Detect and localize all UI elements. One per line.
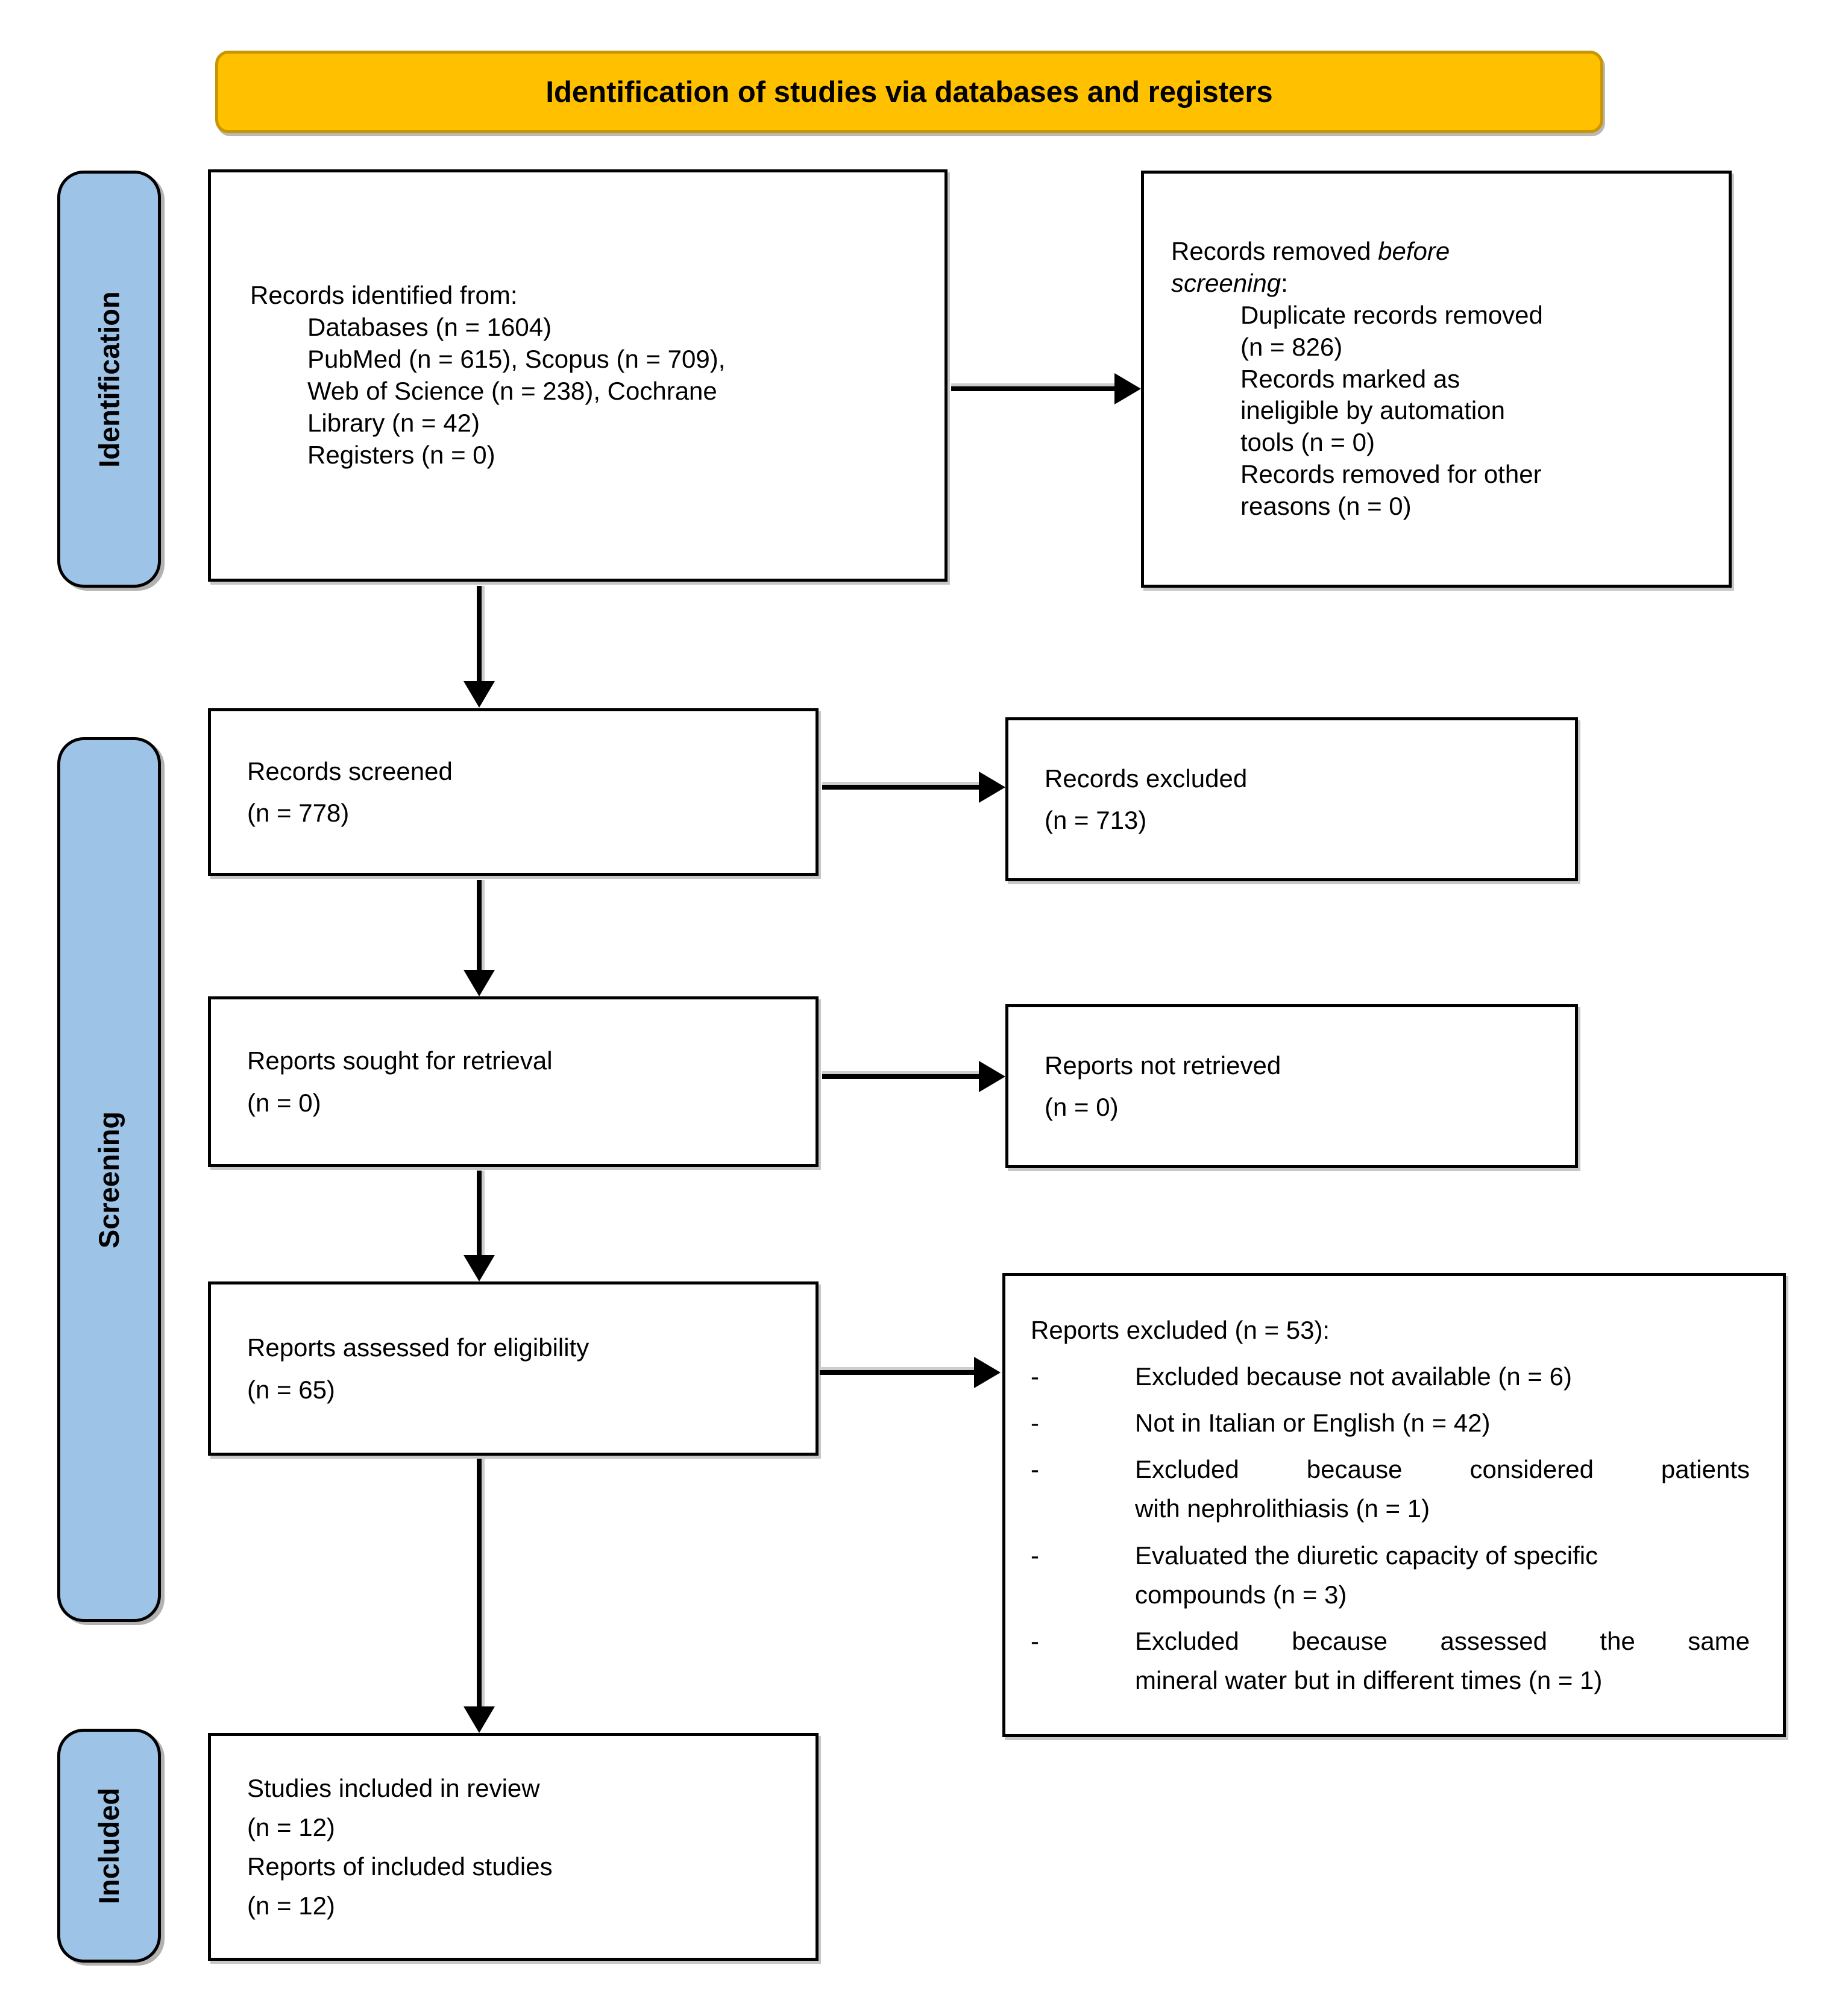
box-reports-not-retrieved: Reports not retrieved (n = 0)	[1005, 1004, 1578, 1168]
box-line: (n = 826)	[1240, 332, 1343, 361]
bullet-line: Excluded because assessed the same	[1135, 1626, 1750, 1655]
box-line: Library (n = 42)	[307, 408, 480, 437]
bullet-line: Evaluated the diuretic capacity of speci…	[1135, 1541, 1598, 1570]
arrow-screened-to-excluded-line	[822, 785, 979, 790]
box-records-excluded: Records excluded (n = 713)	[1005, 717, 1578, 881]
box-line: Web of Science (n = 238), Cochrane	[307, 377, 717, 405]
box-line: tools (n = 0)	[1240, 428, 1375, 457]
arrow-right-icon	[979, 1061, 1005, 1092]
arrow-screened-to-sought-line	[477, 880, 482, 971]
arrow-down-icon	[464, 970, 495, 996]
bullet-dash: -	[1031, 1541, 1039, 1570]
stage-label-text: Identification	[93, 291, 125, 468]
stage-label-identification: Identification	[57, 171, 161, 588]
box-line: Reports assessed for eligibility	[247, 1333, 589, 1362]
box-count: (n = 713)	[1045, 806, 1147, 834]
box-reports-excluded-reasons: Reports excluded (n = 53): - Excluded be…	[1002, 1273, 1786, 1737]
stage-label-screening: Screening	[57, 737, 161, 1622]
stage-label-included: Included	[57, 1729, 161, 1963]
bullet-text: Not in Italian or English (n = 42)	[1135, 1409, 1491, 1438]
bullet-dash: -	[1031, 1626, 1039, 1655]
arrow-identified-to-screened-line	[477, 586, 482, 682]
exclusion-reason-item: - Excluded because assessed the same min…	[1031, 1621, 1750, 1700]
box-line: Studies included in review	[247, 1773, 540, 1802]
box-line: Records screened	[247, 756, 453, 785]
stage-label-text: Screening	[93, 1111, 125, 1248]
box-line: Registers (n = 0)	[307, 440, 495, 469]
diagram-title: Identification of studies via databases …	[545, 75, 1273, 108]
bullet-dash: -	[1031, 1362, 1039, 1391]
arrow-down-icon	[464, 1255, 495, 1281]
box-count: (n = 65)	[247, 1375, 335, 1404]
box-line: Reports not retrieved	[1045, 1051, 1281, 1080]
box-title: Records removed before screening:	[1171, 236, 1545, 300]
title-banner: Identification of studies via databases …	[215, 51, 1603, 133]
box-reports-sought: Reports sought for retrieval (n = 0)	[208, 996, 819, 1167]
box-line: Records marked as	[1240, 364, 1460, 393]
title-prefix: Records removed	[1171, 236, 1378, 265]
box-records-identified: Records identified from: Databases (n = …	[208, 169, 948, 582]
exclusion-reason-item: - Excluded because considered patients w…	[1031, 1450, 1750, 1528]
box-count: (n = 12)	[247, 1813, 335, 1841]
box-line: ineligible by automation	[1240, 396, 1505, 425]
arrow-identified-to-removed-line	[951, 386, 1115, 391]
arrow-down-icon	[464, 1706, 495, 1733]
bullet-text: Excluded because not available (n = 6)	[1135, 1362, 1572, 1391]
box-records-screened: Records screened (n = 778)	[208, 708, 819, 876]
box-count: (n = 0)	[247, 1088, 321, 1117]
exclusion-reason-item: - Not in Italian or English (n = 42)	[1031, 1403, 1750, 1442]
bullet-text: Excluded because assessed the same miner…	[1135, 1621, 1750, 1700]
bullet-line: Excluded because considered patients	[1135, 1455, 1750, 1484]
box-line: Duplicate records removed	[1240, 300, 1543, 329]
exclusion-reason-item: - Evaluated the diuretic capacity of spe…	[1031, 1536, 1750, 1614]
stage-label-text: Included	[93, 1787, 125, 1904]
bullet-text: Evaluated the diuretic capacity of speci…	[1135, 1536, 1750, 1614]
box-count: (n = 778)	[247, 799, 350, 827]
box-studies-included: Studies included in review (n = 12) Repo…	[208, 1733, 819, 1961]
arrow-assessed-to-included-line	[477, 1459, 482, 1707]
exclusion-reason-item: - Excluded because not available (n = 6)	[1031, 1357, 1750, 1396]
arrow-assessed-to-reasons-line	[820, 1370, 974, 1375]
arrow-right-icon	[979, 772, 1005, 803]
box-records-removed: Records removed before screening: Duplic…	[1141, 171, 1732, 588]
box-title: Reports excluded (n = 53):	[1031, 1316, 1330, 1345]
box-count: (n = 0)	[1045, 1093, 1119, 1121]
bullet-line: compounds (n = 3)	[1135, 1580, 1347, 1609]
box-reports-assessed: Reports assessed for eligibility (n = 65…	[208, 1281, 819, 1456]
box-title: Records identified from:	[250, 281, 518, 310]
box-line: PubMed (n = 615), Scopus (n = 709),	[307, 345, 726, 374]
title-italic: before screening	[1171, 236, 1450, 297]
arrow-down-icon	[464, 681, 495, 708]
box-line: Records excluded	[1045, 764, 1248, 793]
box-line: Reports of included studies	[247, 1852, 553, 1881]
box-line: reasons (n = 0)	[1240, 492, 1412, 521]
bullet-text: Excluded because considered patients wit…	[1135, 1450, 1750, 1528]
box-line: Databases (n = 1604)	[307, 313, 552, 342]
bullet-line: mineral water but in different times (n …	[1135, 1665, 1603, 1694]
bullet-line: with nephrolithiasis (n = 1)	[1135, 1494, 1430, 1523]
arrow-right-icon	[974, 1357, 1001, 1388]
box-count: (n = 12)	[247, 1891, 335, 1920]
arrow-sought-to-assessed-line	[477, 1171, 482, 1256]
title-suffix: :	[1281, 268, 1288, 297]
bullet-dash: -	[1031, 1409, 1039, 1438]
arrow-sought-to-notretrieved-line	[822, 1074, 979, 1079]
box-line: Records removed for other	[1240, 460, 1542, 489]
arrow-right-icon	[1114, 373, 1141, 404]
bullet-dash: -	[1031, 1455, 1039, 1484]
box-line: Reports sought for retrieval	[247, 1046, 553, 1075]
